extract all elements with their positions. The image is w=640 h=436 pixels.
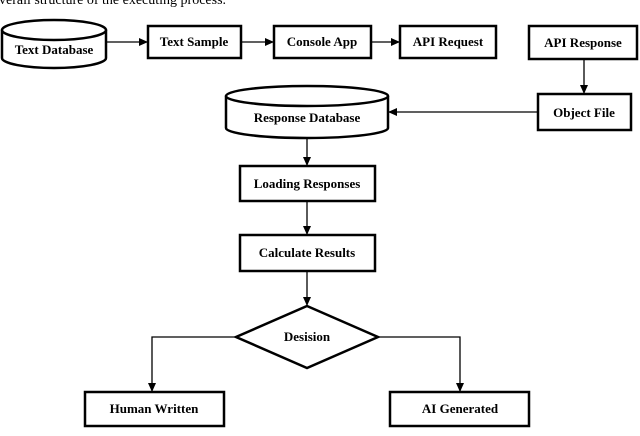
diagram-caption: overall structure of the executing proce… xyxy=(0,0,226,8)
loading-responses-label: Loading Responses xyxy=(254,176,361,191)
human-written-label: Human Written xyxy=(110,401,199,416)
decision-node: Desision xyxy=(232,304,382,370)
text-sample-node: Text Sample xyxy=(146,24,243,60)
calculate-results-node: Calculate Results xyxy=(238,233,377,273)
human-written-node: Human Written xyxy=(83,390,226,428)
arrow-decision-to-ai xyxy=(378,336,464,392)
response-database-label: Response Database xyxy=(254,110,361,125)
loading-responses-node: Loading Responses xyxy=(238,164,377,203)
object-file-label: Object File xyxy=(553,105,615,120)
api-response-node: API Response xyxy=(527,24,639,61)
calculate-results-label: Calculate Results xyxy=(259,245,355,260)
text-sample-label: Text Sample xyxy=(160,34,229,49)
api-response-label: API Response xyxy=(544,35,622,50)
ai-generated-label: AI Generated xyxy=(422,401,499,416)
text-database-label: Text Database xyxy=(15,42,94,57)
api-request-label: API Request xyxy=(413,34,484,49)
response-database-node: Response Database xyxy=(224,84,390,140)
text-database-node: Text Database xyxy=(0,18,108,70)
console-app-label: Console App xyxy=(287,34,357,49)
arrow-decision-to-human xyxy=(148,336,236,392)
api-request-node: API Request xyxy=(398,24,498,60)
decision-label: Desision xyxy=(284,329,331,344)
object-file-node: Object File xyxy=(536,92,633,132)
ai-generated-node: AI Generated xyxy=(388,390,531,428)
console-app-node: Console App xyxy=(272,24,373,60)
